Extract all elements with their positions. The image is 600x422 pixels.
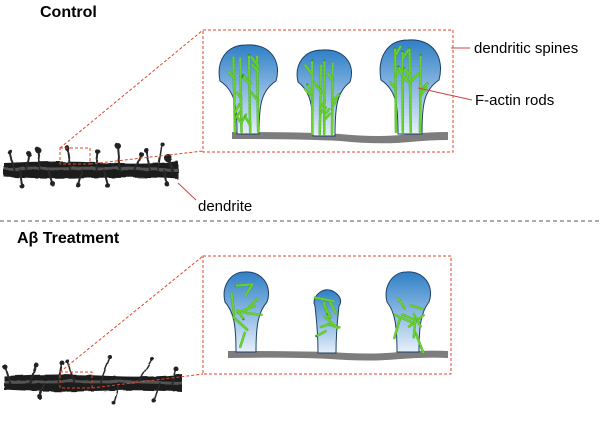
actin-rods — [303, 59, 341, 136]
zoom-line-bottom — [89, 150, 204, 165]
micrograph-image — [2, 355, 183, 405]
dendritic-spine — [296, 49, 352, 137]
micrograph-abeta — [2, 355, 183, 415]
dendrite-shaft-abeta — [228, 350, 448, 361]
panel-control: Control dendritic spines F-actin rods de… — [3, 4, 578, 215]
zoom-line-top — [59, 255, 204, 373]
zoom-box-abeta — [202, 255, 452, 375]
actin-rods — [313, 296, 341, 338]
actin-rods — [230, 283, 263, 349]
actin-rods — [389, 45, 429, 134]
zoom-line-top — [59, 29, 204, 149]
micrograph-control — [3, 137, 179, 197]
dendritic-spine — [379, 39, 441, 135]
dendrite-pointer — [177, 182, 197, 201]
actin-rods — [227, 54, 260, 134]
label-dendritic-spines: dendritic spines — [474, 40, 578, 57]
panel-title-abeta: Aβ Treatment — [17, 230, 120, 247]
panel-abeta-treatment: Aβ Treatment — [2, 230, 452, 415]
label-dendrite: dendrite — [198, 198, 252, 215]
dendritic-spine — [313, 289, 341, 354]
panel-title-control: Control — [40, 4, 97, 21]
dendritic-spine — [223, 271, 269, 353]
dendrite-shaft-control — [232, 132, 448, 144]
spine-group-abeta — [223, 271, 431, 354]
label-f-actin-rods: F-actin rods — [475, 92, 554, 109]
spine-group-control — [218, 39, 441, 137]
zoom-box-control — [202, 29, 454, 153]
zoom-box-small — [59, 371, 93, 389]
dendritic-spine — [218, 44, 278, 135]
actin-pointer — [417, 87, 473, 101]
dendritic-spine — [385, 271, 431, 354]
micrograph-image — [3, 142, 179, 189]
actin-rods — [393, 297, 425, 354]
zoom-box-small — [59, 147, 91, 165]
zoom-line-bottom — [91, 373, 204, 389]
